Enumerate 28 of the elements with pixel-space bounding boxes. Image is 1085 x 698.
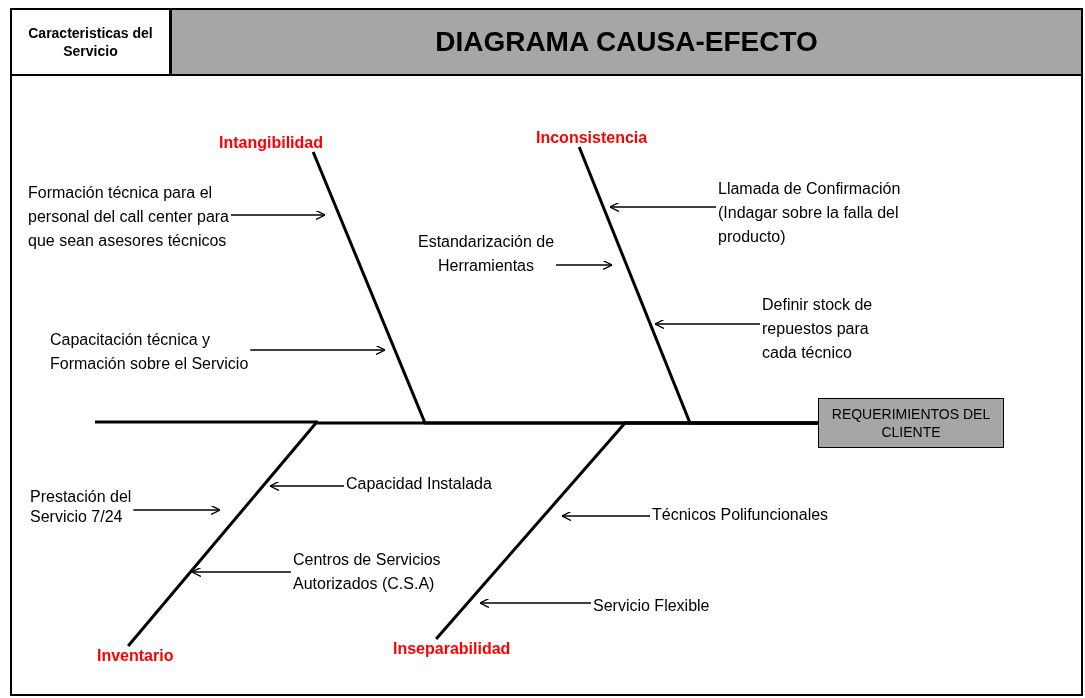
fish-bone [435,421,818,640]
cause-text: Técnicos Polifuncionales [652,503,857,527]
cause-text: Llamada de Confirmación (Indagar sobre la falla del producto) [718,177,910,273]
arrow [191,566,292,578]
cause-text: Capacidad Instalada [346,472,518,496]
arrow [132,504,221,516]
arrow [249,344,386,356]
cause-text: Prestación del Servicio 7/24 [30,487,155,529]
arrow [654,318,761,330]
arrow [479,597,592,609]
effect-box: REQUERIMIENTOS DEL CLIENTE [818,398,1004,448]
category-label: Intangibilidad [219,132,343,154]
arrow [561,510,651,522]
header-label: Caracteristicas del Servicio [10,8,171,76]
cause-text: Formación técnica para el personal del call center para que sean asesores técnicos [28,181,243,277]
category-label: Inconsistencia [536,127,668,149]
arrow [555,259,613,271]
cause-text: Estandarización de Herramientas [400,230,572,278]
cause-text: Capacitación técnica y Formación sobre el Servicio [50,328,290,376]
cause-text: Definir stock de repuestos para cada técnico [762,293,897,365]
title-bar: DIAGRAMA CAUSA-EFECTO [170,8,1083,76]
category-label: Inventario [97,645,192,667]
cause-text: Centros de Servicios Autorizados (C.S.A) [293,548,468,596]
arrow [609,201,717,213]
arrow [230,209,326,221]
cause-text: Servicio Flexible [593,594,731,618]
arrow [269,480,345,492]
category-label: Inseparabilidad [393,638,535,660]
